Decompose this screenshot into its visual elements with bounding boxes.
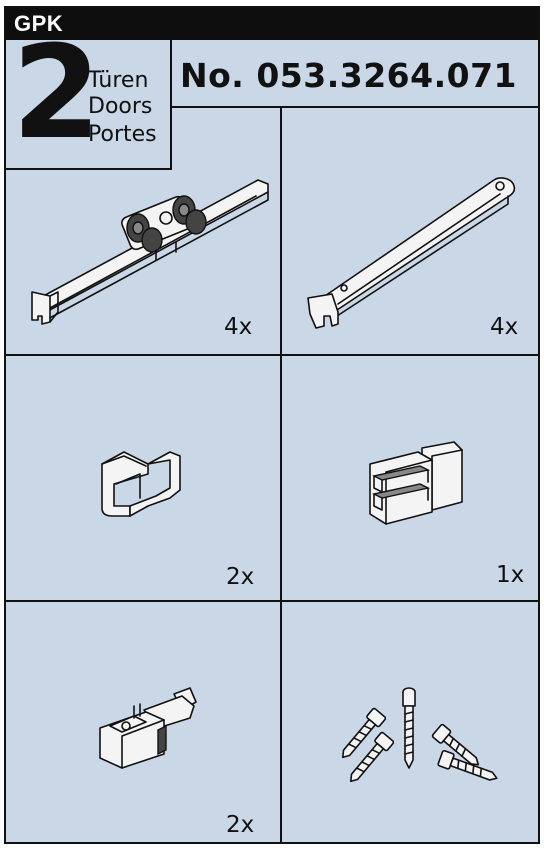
quantity-label: 4x [224,314,253,340]
guide-arm-icon [307,177,516,329]
door-label-de: Türen [88,68,149,93]
grid-line-row2 [6,600,538,602]
stopper-block-icon [369,441,463,525]
roller-carriage-with-track-icon [31,179,269,325]
screws-icon [341,687,498,783]
quantity-label: 2x [226,564,255,590]
quantity-label: 2x [226,812,255,838]
article-number: No. 053.3264.071 [180,56,518,95]
part-cell-5: 2x [6,602,280,842]
grid-line-center [280,106,282,842]
part-cell-4: 1x [282,356,538,600]
part-cell-1: 4x [6,170,280,354]
grid-line-row1 [6,354,538,356]
part-cell-3: 2x [6,356,280,600]
part-cell-2: 4x [282,108,538,354]
parts-sheet: GPK 2 Türen Doors Portes No. 053.3264.07… [4,6,540,844]
door-count-box: 2 Türen Doors Portes [6,30,172,170]
brand-label: GPK [14,11,64,36]
door-count: 2 [12,19,101,168]
header-bar: GPK [6,8,538,40]
u-channel-guide-icon [101,451,181,517]
grid-line-top [172,106,538,108]
part-cell-6 [282,602,538,842]
door-label-fr: Portes [88,122,157,147]
quantity-label: 1x [496,562,525,588]
end-clamp-icon [99,687,197,769]
quantity-label: 4x [490,314,519,340]
door-label-en: Doors [88,94,153,119]
